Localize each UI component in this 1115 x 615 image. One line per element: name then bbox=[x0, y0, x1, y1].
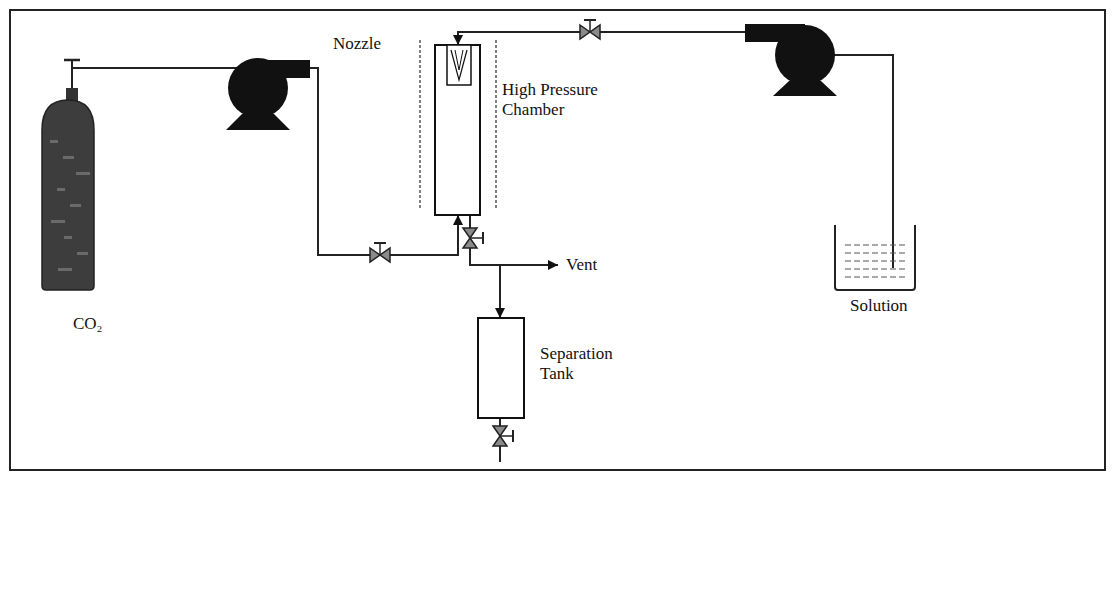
solution-beaker-outline bbox=[835, 225, 915, 290]
gas-cylinder-outline bbox=[42, 100, 94, 290]
part-label: Nozzle bbox=[333, 34, 381, 54]
vent-arrow bbox=[500, 264, 558, 266]
co2-pump bbox=[226, 58, 310, 130]
valve bbox=[370, 243, 390, 262]
solution-beaker: Solution bbox=[835, 225, 915, 290]
part-label: CO₂ bbox=[73, 314, 103, 334]
outlet-label: Vent bbox=[566, 255, 597, 275]
figure-frame bbox=[10, 10, 1105, 470]
cylinder-valve bbox=[64, 60, 80, 101]
valve bbox=[493, 426, 513, 446]
part-label: Separation Tank bbox=[540, 344, 635, 383]
high-pressure-chamber: High Pressure ChamberNozzle bbox=[435, 45, 480, 215]
valve bbox=[580, 20, 600, 39]
nozzle-outline bbox=[447, 45, 471, 85]
separation-tank-outline bbox=[478, 318, 524, 418]
part-label: High Pressure Chamber bbox=[502, 80, 617, 119]
gas-cylinder: CO₂ bbox=[42, 100, 94, 290]
valve bbox=[463, 228, 483, 248]
heating-jacket bbox=[495, 40, 497, 210]
part-label: Solution bbox=[850, 296, 908, 316]
nozzle: Nozzle bbox=[447, 45, 471, 85]
solution-pump bbox=[745, 24, 837, 96]
separation-tank: Separation Tank bbox=[478, 318, 524, 418]
heating-jacket bbox=[419, 40, 421, 210]
